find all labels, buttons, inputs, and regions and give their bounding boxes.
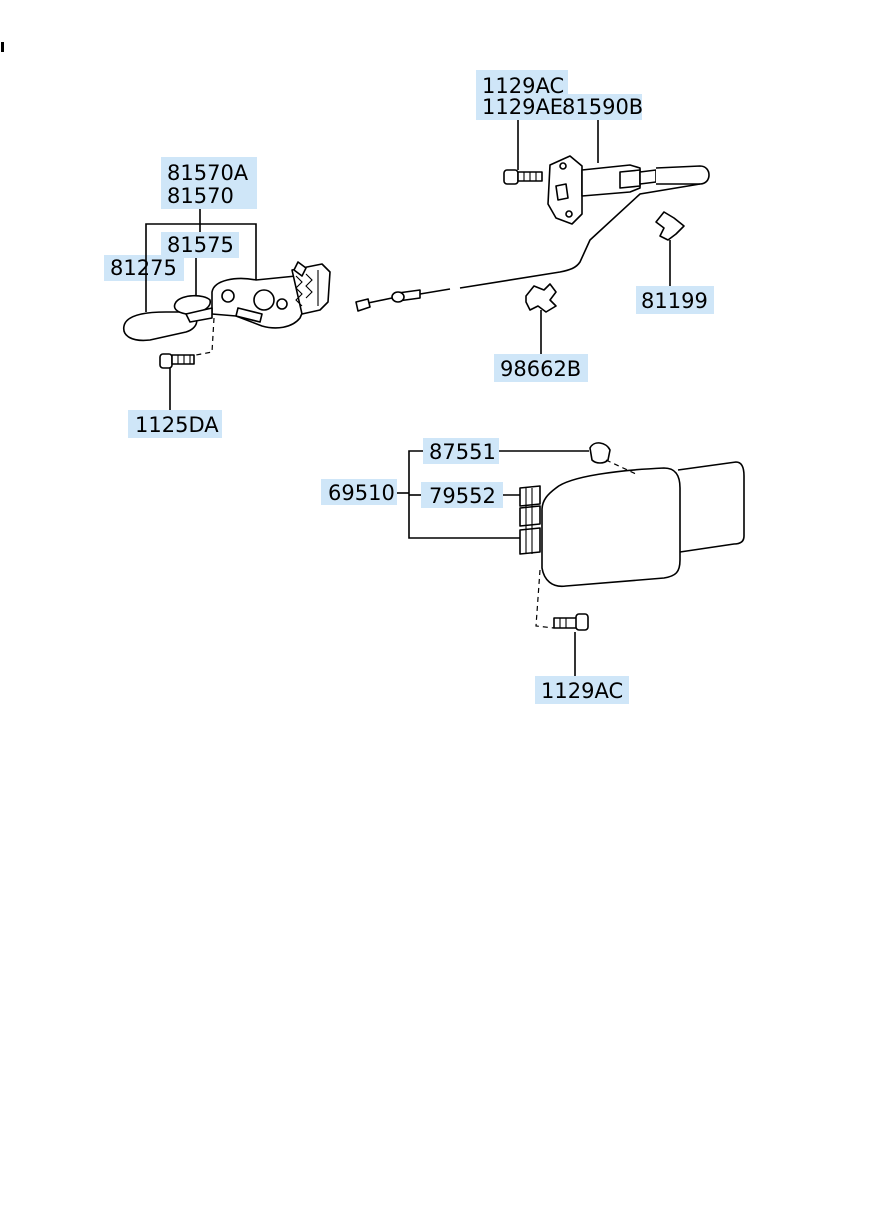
handle-lever-icon [123,311,198,342]
label-87551: 87551 [429,440,496,464]
release-handle-assembly [123,261,331,359]
body-panel-icon [677,461,745,553]
label-81570a: 81570A [167,161,249,185]
label-1129ae: 1129AE [482,95,563,119]
fuel-door-actuator-assembly [355,155,710,312]
hinge-79552-icon [519,485,541,555]
label-1125da: 1125DA [135,413,219,437]
label-81570: 81570 [167,184,234,208]
label-81275: 81275 [110,256,177,280]
corner-mark [1,42,4,52]
label-69510: 69510 [328,481,395,505]
release-cable [459,183,701,289]
bumper-87551-icon [589,442,611,464]
leader-lines [145,120,671,676]
bolt-1129ac-top-icon [503,169,543,185]
bolt-1125da-icon [159,353,195,369]
label-81590b: 81590B [562,95,643,119]
filler-door-icon [541,467,681,588]
fuel-filler-door-assembly [519,442,745,631]
clip-98662b-icon [525,283,557,313]
clip-81199-icon [655,211,685,241]
label-1129ac-bottom: 1129AC [541,679,623,703]
label-98662b: 98662B [500,357,581,381]
label-81575: 81575 [167,233,234,257]
label-79552: 79552 [429,484,496,508]
label-1129ac-top: 1129AC [482,74,564,98]
bolt-1129ac-bottom-icon [553,613,589,631]
part-labels: 1129AC 1129AE 81590B 81570A 81570 81575 … [110,74,708,703]
label-highlights [104,70,714,704]
label-81199: 81199 [641,289,708,313]
